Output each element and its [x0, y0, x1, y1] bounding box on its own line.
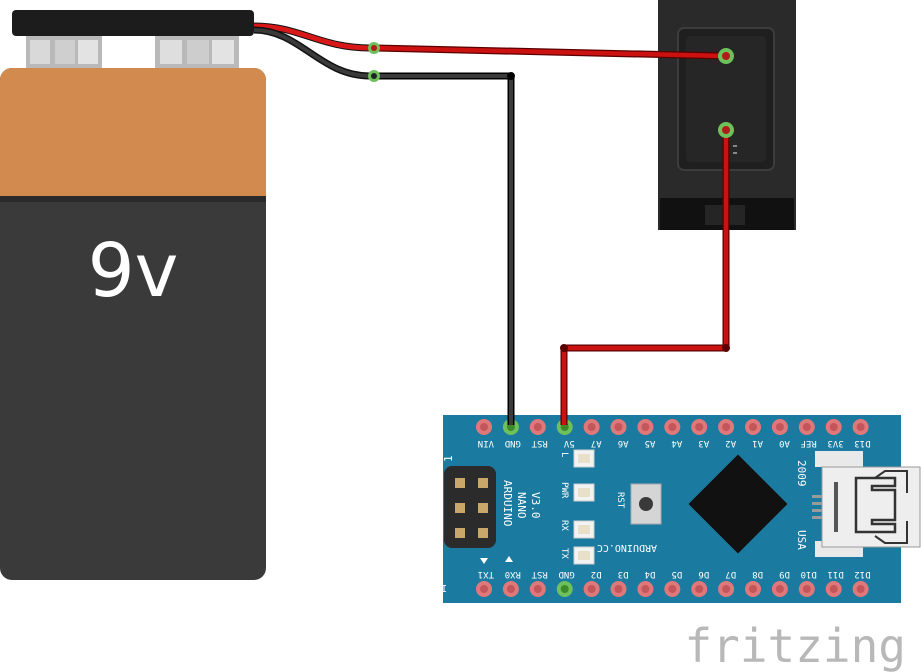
rst-button-label: RST — [615, 492, 625, 509]
wires — [253, 22, 734, 425]
board-name-line2: NANO — [515, 492, 528, 519]
board-name-line1: ARDUINO — [501, 480, 514, 526]
bottom-pin-label-d12: D12 — [854, 569, 870, 579]
bottom-pin-header: TX1 RX0 RST GND D2 D3 D4 D5 D6 D7 D8 D9 D10 D11 D12 — [476, 569, 871, 597]
bottom-pin-d5-hole — [668, 585, 677, 593]
bottom-pin-d4-hole — [641, 585, 650, 593]
top-pin-label-vin: VIN — [478, 438, 494, 448]
country-label: USA — [795, 530, 808, 550]
top-pin-ref-hole — [802, 423, 811, 431]
battery-terminal-negative — [26, 36, 102, 68]
bottom-pin-d9-hole — [775, 585, 784, 593]
bottom-pin-d7-hole — [722, 585, 731, 593]
top-pin-3v3-hole — [829, 423, 838, 431]
top-pin-label-a4: A4 — [671, 438, 682, 448]
top-pin-a7-hole — [587, 423, 596, 431]
led-pwr-label: PWR — [559, 482, 569, 499]
top-pin-label-gnd: GND — [505, 438, 521, 448]
website-label: ARDUINO.CC — [597, 542, 657, 553]
battery-terminal-positive — [155, 36, 239, 68]
top-pin-a2-hole — [722, 423, 731, 431]
bottom-pin-label-d2: D2 — [591, 569, 602, 579]
top-pin-label-ref: REF — [801, 438, 817, 448]
bottom-pin-d2-hole — [587, 585, 596, 593]
bottom-pin-label-rst: RST — [531, 569, 548, 579]
top-pin-label-d13: D13 — [854, 438, 870, 448]
top-pin-label-5v: 5V — [563, 438, 574, 448]
top-pin-label-a3: A3 — [698, 438, 709, 448]
top-pin-a6-hole — [614, 423, 623, 431]
top-pin-a4-hole — [668, 423, 677, 431]
bottom-pin-d12-hole — [856, 585, 865, 593]
top-pin-a3-hole — [695, 423, 704, 431]
top-pin-a1-hole — [749, 423, 757, 431]
bottom-pin-label-d11: D11 — [827, 569, 843, 579]
bottom-pin-label-gnd: GND — [558, 569, 574, 579]
year-label: 2009 — [795, 460, 808, 487]
bottom-pin-label-d10: D10 — [801, 569, 817, 579]
bottom-pin-d6-hole — [695, 585, 704, 593]
bottom-pin-d8-hole — [749, 585, 757, 593]
battery-9v: 9v — [0, 10, 266, 580]
battery-red-lead — [253, 23, 371, 51]
reset-button[interactable]: RST — [615, 483, 662, 525]
bottom-pin-d10-hole — [802, 585, 811, 593]
bottom-pin-label-d8: D8 — [752, 569, 763, 579]
icsp-arrow-icon — [480, 558, 488, 564]
battery-label: 9v — [88, 228, 179, 314]
battery-copper-top — [0, 68, 266, 196]
icsp-header: 1 ICSP — [423, 455, 513, 593]
top-pin-label-a7: A7 — [591, 438, 602, 448]
bottom-pin-label-d3: D3 — [618, 569, 629, 579]
bottom-pin-d3-hole — [614, 585, 623, 593]
bottom-pin-gnd-hole — [560, 585, 569, 593]
icsp-label: ICSP — [423, 582, 447, 593]
status-leds: L PWR RX TX — [559, 449, 595, 565]
reset-button-knob[interactable] — [639, 497, 653, 511]
led-rx-label: RX — [559, 520, 569, 531]
top-pin-rst-hole — [533, 423, 542, 431]
battery-snap-cap — [12, 10, 254, 36]
top-pin-label-a0: A0 — [779, 438, 790, 448]
bottom-pin-label-d5: D5 — [671, 569, 682, 579]
bottom-pin-label-rx0: RX0 — [505, 569, 521, 579]
board-name-line3: V3.0 — [529, 492, 542, 519]
bottom-pin-label-tx1: TX1 — [478, 569, 494, 579]
top-pin-label-a1: A1 — [752, 438, 763, 448]
bottom-pin-label-d9: D9 — [779, 569, 790, 579]
rx-arrow-icon — [505, 556, 513, 562]
top-pin-label-a5: A5 — [645, 438, 656, 448]
black-wire-battery-to-gnd — [374, 72, 515, 425]
top-pin-vin-hole — [480, 423, 488, 431]
bottom-pin-tx1-hole — [480, 585, 488, 593]
top-pin-a0-hole — [775, 423, 784, 431]
microcontroller-chip — [688, 454, 788, 554]
top-pin-label-3v3: 3V3 — [827, 438, 843, 448]
top-pin-label-a6: A6 — [618, 438, 629, 448]
board-name: ARDUINO NANO V3.0 — [501, 480, 542, 526]
usb-connector — [812, 451, 921, 557]
top-pin-header: VIN GND RST 5V A7 A6 A5 A4 A3 A2 A1 A0 REF 3V3 D13 — [476, 419, 871, 448]
icsp-pin1-label: 1 — [442, 455, 455, 462]
top-pin-label-a2: A2 — [725, 438, 736, 448]
bottom-pin-rst-hole — [533, 585, 542, 593]
bottom-pin-label-d7: D7 — [725, 569, 736, 579]
bottom-pin-label-d6: D6 — [698, 569, 709, 579]
top-pin-label-rst: RST — [531, 438, 548, 448]
led-l-label: L — [559, 452, 569, 457]
bottom-pin-rx0-hole — [506, 585, 515, 593]
bottom-pin-d11-hole — [829, 585, 838, 593]
top-pin-d13-hole — [856, 423, 865, 431]
top-pin-a5-hole — [641, 423, 650, 431]
led-tx-label: TX — [559, 548, 569, 559]
bottom-pin-label-d4: D4 — [645, 569, 656, 579]
fritzing-watermark: fritzing — [684, 619, 906, 672]
